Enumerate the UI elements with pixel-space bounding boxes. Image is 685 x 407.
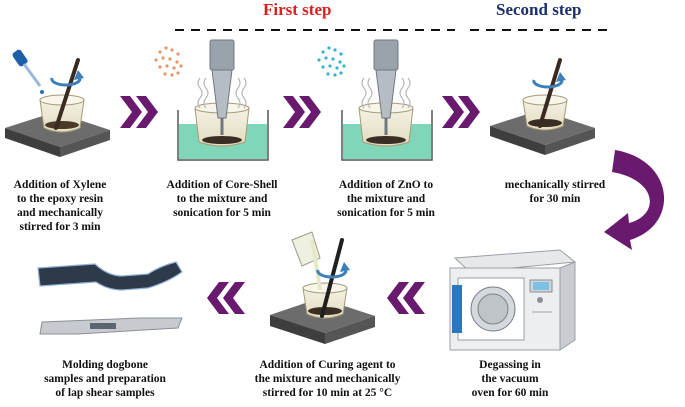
caption-line: samples and preparation xyxy=(44,373,166,385)
station-coreshell-sonication xyxy=(154,39,269,161)
curved-arrow xyxy=(604,150,665,250)
dropper-icon xyxy=(12,49,44,94)
caption-line: oven for 60 min xyxy=(471,387,549,399)
caption-line: sonication for 5 min xyxy=(337,207,435,219)
caption-line: Degassing in xyxy=(479,359,541,371)
first-step-title: First step xyxy=(263,0,332,19)
caption-line: Addition of Curing agent to xyxy=(259,359,396,371)
chevron-arrow-4 xyxy=(387,282,425,314)
water-bath xyxy=(177,110,269,161)
caption-line: mechanically stirred xyxy=(504,179,606,191)
second-step-title: Second step xyxy=(496,0,582,19)
caption-line: Addition of Xylene xyxy=(13,179,107,191)
station-xylene-stirring xyxy=(5,49,110,157)
caption-step-7: Molding dogbone samples and preparation of… xyxy=(30,358,180,400)
caption-line: the mixture and mechanically xyxy=(254,373,401,385)
caption-line: Addition of ZnO to xyxy=(338,179,434,191)
caption-step-5: Degassing in the vacuum oven for 60 min xyxy=(455,358,565,400)
pouring-cup-icon xyxy=(291,231,322,291)
chevron-arrow-5 xyxy=(207,282,245,314)
caption-step-2: Addition of Core-Shell to the mixture and… xyxy=(151,178,293,220)
samples-icon xyxy=(37,261,183,335)
chevron-arrow-1 xyxy=(120,96,158,128)
caption-step-4: mechanically stirred for 30 min xyxy=(490,178,620,206)
caption-line: stirred for 10 min at 25 °C xyxy=(262,387,393,399)
station-mechanical-stirring xyxy=(490,58,595,155)
station-curing-agent xyxy=(270,231,375,344)
chevron-arrow-2 xyxy=(283,96,321,128)
station-zno-sonication xyxy=(317,39,433,161)
caption-line: to the mixture and xyxy=(176,193,268,205)
stirring-rod xyxy=(54,58,80,130)
caption-line: stirred for 3 min xyxy=(19,221,101,233)
zno-particles-icon xyxy=(317,46,346,77)
caption-step-3: Addition of ZnO to the mixture and sonicat… xyxy=(322,178,450,220)
caption-line: Addition of Core-Shell xyxy=(166,179,278,191)
chevron-arrow-3 xyxy=(442,96,480,128)
caption-line: and mechanically xyxy=(17,207,103,219)
sonicator-probe-icon xyxy=(373,39,399,135)
caption-line: sonication for 5 min xyxy=(173,207,271,219)
caption-line: of lap shear samples xyxy=(55,387,155,399)
caption-line: to the epoxy resin xyxy=(16,193,104,205)
caption-line: the mixture and xyxy=(346,193,426,205)
caption-step-1: Addition of Xylene to the epoxy resin and … xyxy=(0,178,120,234)
coreshell-particles-icon xyxy=(154,46,183,77)
caption-line: for 30 min xyxy=(529,193,581,205)
vacuum-oven-icon xyxy=(449,249,577,351)
caption-line: Molding dogbone xyxy=(62,359,148,371)
caption-line: the vacuum xyxy=(481,373,539,385)
dogbone-sample xyxy=(37,261,183,291)
caption-step-6: Addition of Curing agent to the mixture a… xyxy=(240,358,415,400)
sonicator-probe-icon xyxy=(209,39,235,135)
